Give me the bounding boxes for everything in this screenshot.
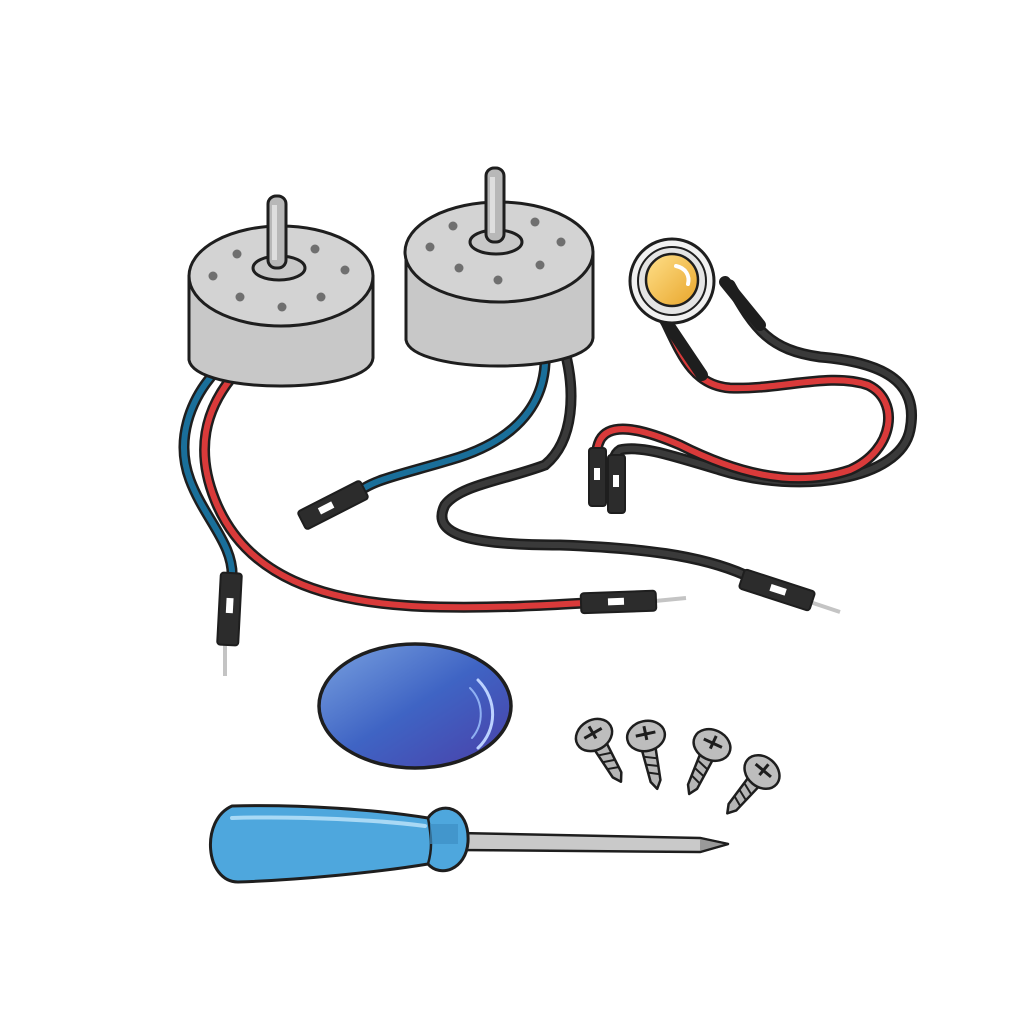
screws xyxy=(574,717,781,815)
screw-3 xyxy=(686,727,732,796)
motor-right-vent-holes xyxy=(425,217,566,285)
connector-right-blue xyxy=(297,480,369,530)
dc-motor-right xyxy=(349,166,751,581)
led-bulb xyxy=(644,252,700,308)
screw-1 xyxy=(574,717,623,784)
connector-left-blue xyxy=(216,571,243,676)
blue-gem xyxy=(317,642,513,770)
screwdriver xyxy=(209,804,730,884)
screwdriver-shaft xyxy=(456,831,730,854)
screw-4 xyxy=(726,753,781,815)
connector-left-red xyxy=(579,589,687,615)
jumper-connectors xyxy=(216,480,841,676)
dc-motor-left xyxy=(178,194,591,613)
led-light xyxy=(588,237,917,514)
connector-led-red xyxy=(588,447,607,507)
screw-2 xyxy=(625,719,667,791)
connector-right-black xyxy=(738,568,841,614)
connector-led-black xyxy=(607,454,626,514)
motor-left-vent-holes xyxy=(208,244,350,312)
